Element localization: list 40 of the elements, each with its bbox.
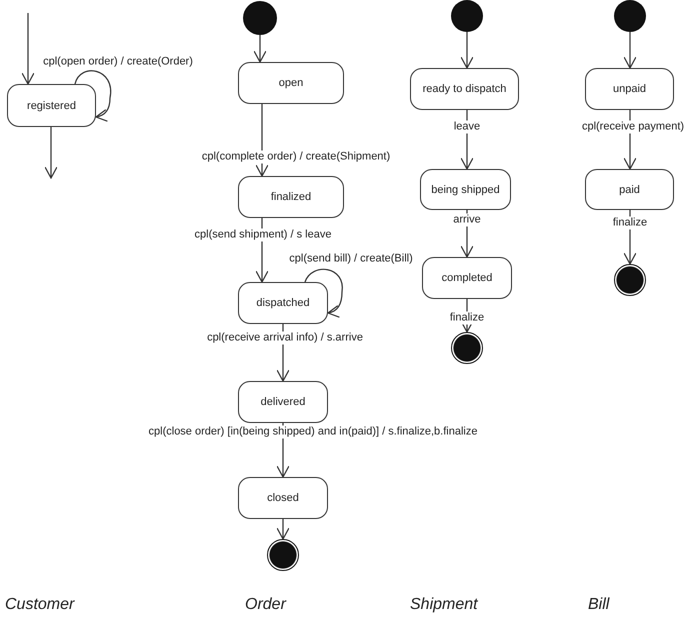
edge-label: leave: [452, 120, 482, 134]
initial-state-circle: [451, 0, 483, 32]
state-box: open: [238, 62, 344, 104]
column-caption: Bill: [588, 596, 610, 614]
transition-arrow: [21, 13, 35, 85]
state-box: completed: [422, 257, 512, 299]
state-box: ready to dispatch: [410, 68, 519, 110]
state-box: finalized: [238, 176, 344, 218]
edge-label: cpl(complete order) / create(Shipment): [200, 150, 392, 164]
edge-label: finalize: [610, 216, 650, 230]
state-box: registered: [7, 84, 96, 127]
initial-state-circle: [243, 1, 277, 35]
edge-label: cpl(receive arrival info) / s.arrive: [205, 332, 365, 344]
edge-label: cpl(send bill) / create(Bill): [287, 252, 415, 266]
edge-label: cpl(send shipment) / s leave: [192, 228, 334, 242]
edge-label: cpl(close order) [in(being shipped) and in(paid)] / s.finalize,b.finalize: [146, 426, 480, 438]
edge-label: arrive: [451, 214, 483, 226]
transition-arrow: [460, 32, 474, 69]
state-box: paid: [585, 169, 674, 210]
initial-state-circle: [614, 0, 646, 32]
column-caption: Order: [245, 596, 286, 614]
final-state-circle: [267, 539, 299, 571]
edge-label: cpl(open order) / create(Order): [41, 56, 195, 68]
state-box: closed: [238, 477, 328, 519]
state-box: being shipped: [420, 169, 511, 210]
edge-label: cpl(receive payment): [580, 120, 686, 134]
final-state-circle: [614, 264, 646, 296]
transition-arrow: [276, 519, 290, 540]
transition-arrow: [44, 127, 58, 179]
state-box: dispatched: [238, 282, 328, 324]
column-caption: Shipment: [410, 596, 478, 614]
edge-label: finalize: [448, 312, 486, 324]
transition-arrow: [74, 70, 112, 122]
transition-arrow: [253, 35, 267, 63]
state-box: delivered: [238, 381, 328, 423]
state-box: unpaid: [585, 68, 674, 110]
final-state-circle: [451, 332, 483, 364]
column-caption: Customer: [5, 596, 74, 614]
transition-arrow: [623, 32, 637, 69]
transition-arrow: [304, 268, 343, 318]
